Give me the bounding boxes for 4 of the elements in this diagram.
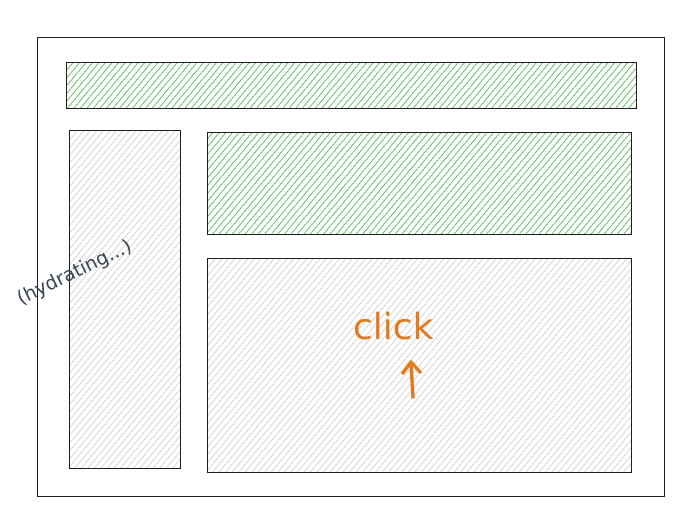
header-bar: [66, 62, 637, 109]
click-text: click: [353, 307, 434, 348]
content-panel: [207, 132, 632, 235]
content-panel: [207, 258, 632, 473]
